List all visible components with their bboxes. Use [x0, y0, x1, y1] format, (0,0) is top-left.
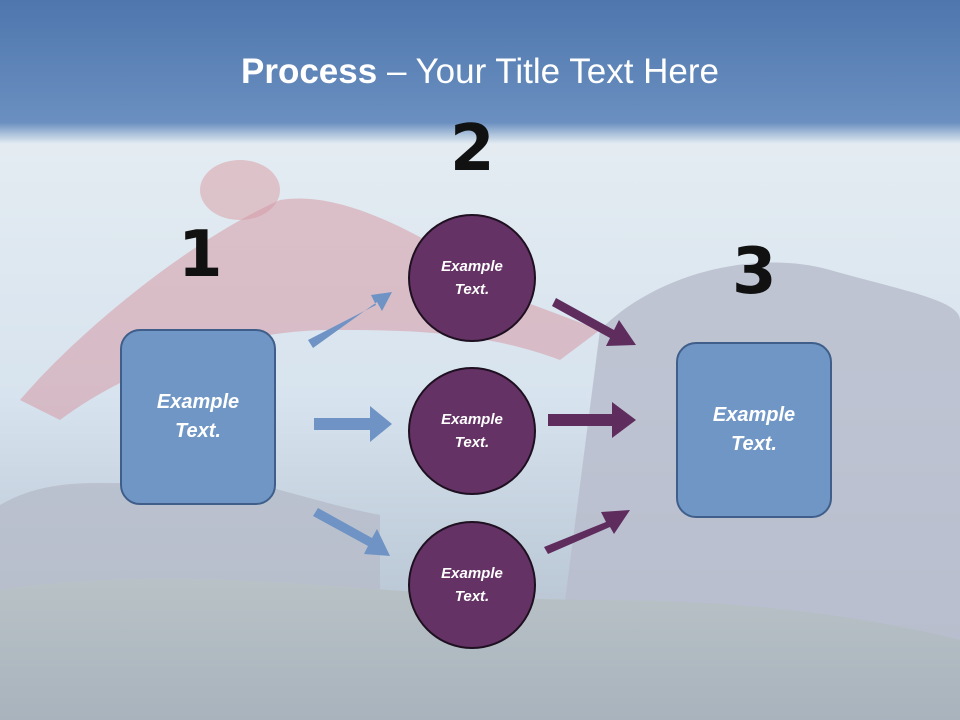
arrow-from-middle-circle: [548, 402, 636, 438]
step-circle-top-text: Example Text.: [441, 258, 503, 298]
step-circle-middle-text: Example Text.: [441, 411, 503, 451]
step-box-left-text: Example Text.: [156, 391, 240, 442]
step-box-right-text: Example Text.: [712, 404, 796, 455]
arrow-from-bottom-circle: [544, 510, 630, 554]
step-circle-bottom: Example Text.: [408, 521, 536, 649]
step-number-1: 1: [178, 218, 223, 292]
step-circle-top: Example Text.: [408, 214, 536, 342]
arrow-to-middle-circle: [314, 406, 392, 442]
arrow-from-top-circle: [552, 298, 636, 346]
step-number-3: 3: [732, 235, 777, 309]
step-box-right: Example Text.: [676, 342, 832, 518]
step-circle-middle: Example Text.: [408, 367, 536, 495]
arrow-to-top-circle: [308, 292, 392, 348]
title-bold: Process: [241, 52, 378, 91]
step-circle-bottom-text: Example Text.: [441, 565, 503, 605]
arrow-to-bottom-circle: [313, 508, 390, 556]
step-box-left: Example Text.: [120, 329, 276, 505]
slide-title: Process – Your Title Text Here: [0, 52, 960, 92]
step-number-2: 2: [450, 112, 495, 186]
title-rest: – Your Title Text Here: [377, 52, 719, 91]
